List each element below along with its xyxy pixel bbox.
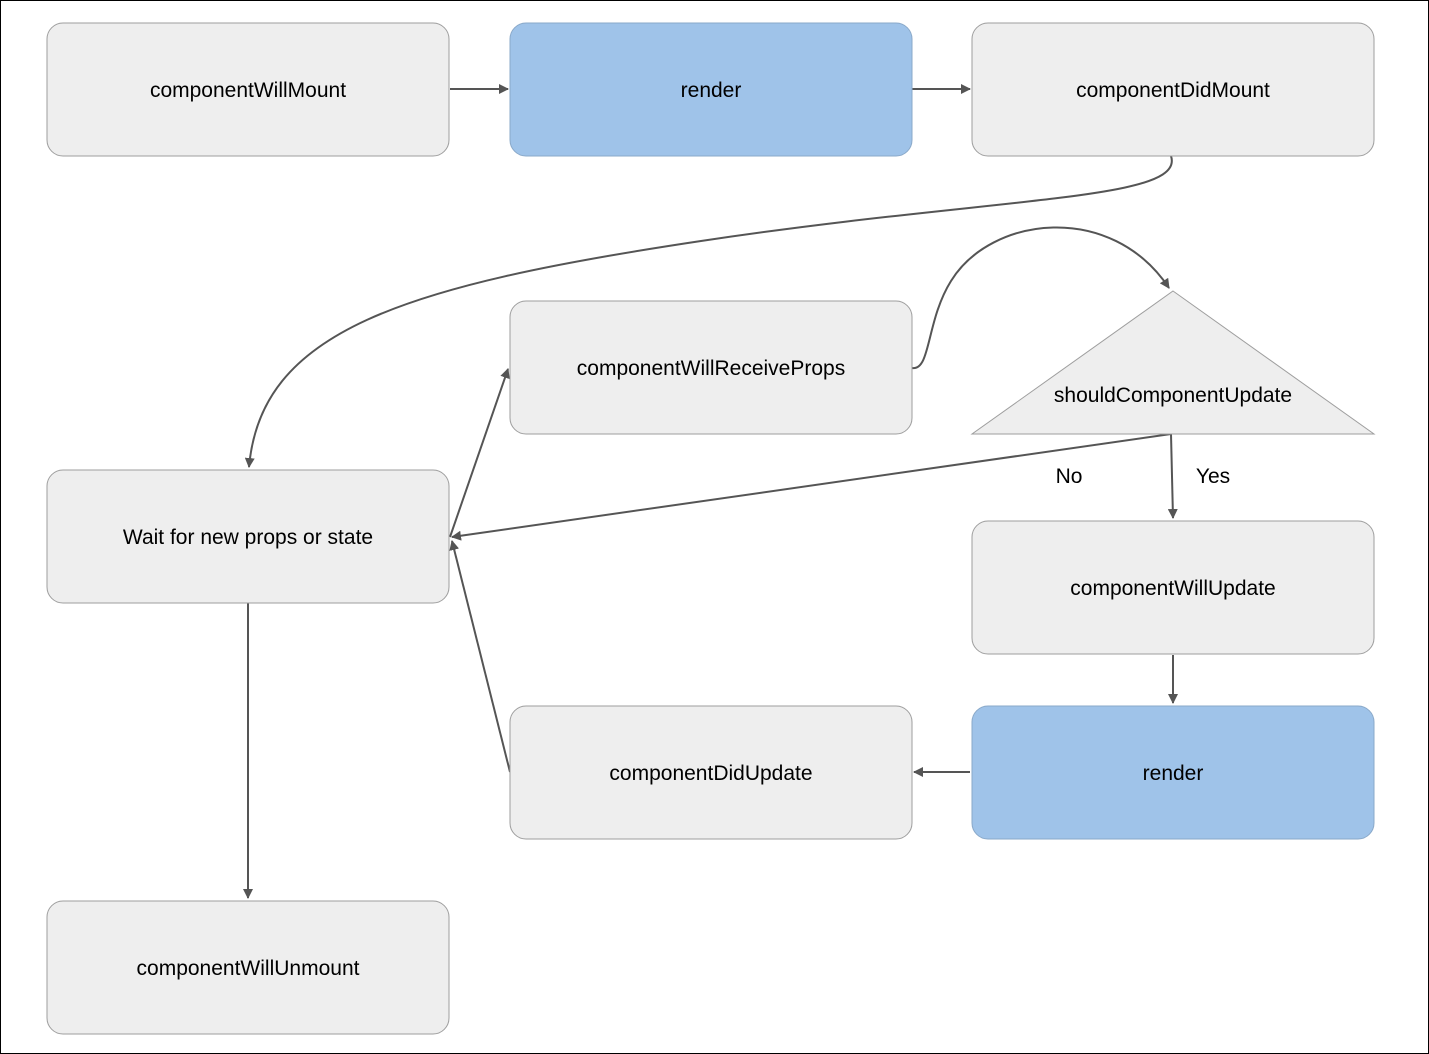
node-componentwillreceiveprops-label: componentWillReceiveProps [577, 357, 845, 380]
edge-wait-to-willreceiveprops [449, 368, 510, 538]
node-componentwillunmount-label: componentWillUnmount [137, 957, 360, 980]
edge-label-yes: Yes [1196, 465, 1230, 488]
edges [243, 84, 1178, 899]
edge-didupdate-to-wait [449, 540, 511, 773]
edge-shouldupdate-yes-to-willupdate [1167, 433, 1178, 519]
node-componentwillmount: componentWillMount [46, 22, 450, 157]
node-componentwillunmount: componentWillUnmount [46, 900, 450, 1035]
edge-label-no: No [1056, 465, 1083, 488]
node-render-update-label: render [1143, 762, 1204, 785]
node-render-mount: render [509, 22, 913, 157]
edge-shouldupdate-no-to-wait [451, 433, 1172, 541]
edge-didmount-to-wait [244, 155, 1173, 468]
node-componentwillupdate-label: componentWillUpdate [1070, 577, 1275, 600]
node-shouldcomponentupdate: shouldComponentUpdate [970, 290, 1376, 435]
node-componentwillupdate: componentWillUpdate [971, 520, 1375, 655]
node-wait-label: Wait for new props or state [123, 526, 373, 549]
node-componentwillreceiveprops: componentWillReceiveProps [509, 300, 913, 435]
node-render-update: render [971, 705, 1375, 840]
node-componentwillmount-label: componentWillMount [150, 79, 346, 102]
node-componentdidmount: componentDidMount [971, 22, 1375, 157]
node-shouldcomponentupdate-label: shouldComponentUpdate [1054, 384, 1292, 407]
node-render-mount-label: render [681, 79, 742, 102]
node-componentdidmount-label: componentDidMount [1076, 79, 1270, 102]
node-componentdidupdate: componentDidUpdate [509, 705, 913, 840]
edge-willreceiveprops-to-shouldupdate [911, 226, 1170, 370]
node-wait-for-props-or-state: Wait for new props or state [46, 469, 450, 604]
node-componentdidupdate-label: componentDidUpdate [609, 762, 812, 785]
